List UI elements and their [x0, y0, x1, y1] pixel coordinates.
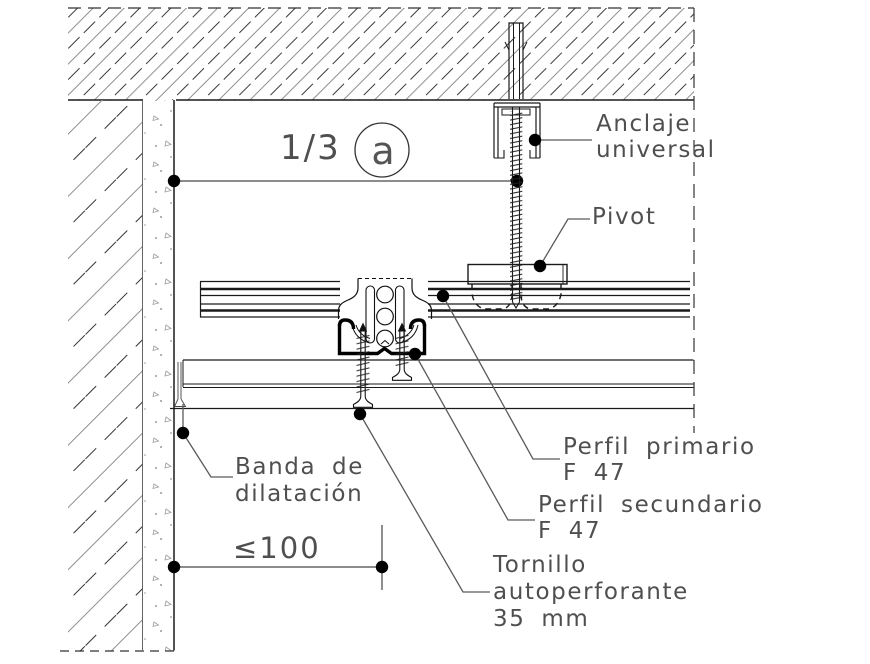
reference-line-third [167, 122, 524, 188]
scale-ratio-text: 1/3 [280, 128, 341, 168]
label-perfil-primario: Perfil primario F 47 [563, 434, 756, 486]
callout-dots [176, 133, 547, 440]
threaded-hanger-rod [510, 107, 523, 310]
self-drilling-screw-short [391, 322, 413, 381]
label-pivot: Pivot [592, 204, 657, 230]
callout-leaders [182, 139, 592, 593]
self-drilling-screw-long [352, 322, 374, 408]
leader-perfil-primario [442, 295, 560, 460]
primary-profile-f47 [199, 280, 690, 318]
wall [60, 100, 176, 652]
label-perfil-secundario: Perfil secundario F 47 [538, 492, 764, 544]
leader-perfil-secundario [414, 353, 535, 521]
profile-cross-connector [337, 278, 433, 348]
label-tornillo: Tornillo autoperforante 35 mm [493, 552, 689, 632]
pivot-claw-left [471, 284, 513, 310]
label-anclaje-universal: Anclaje universal [596, 111, 716, 163]
expansion-band [173, 362, 187, 407]
leader-pivot [539, 218, 590, 267]
plasterboard-layers [170, 359, 694, 410]
dimension-line [167, 525, 389, 590]
detail-letter-circle [354, 122, 410, 178]
pivot-bracket [467, 263, 568, 310]
wall-plaster-layer [143, 100, 174, 651]
dimension-text: ≤100 [233, 531, 321, 565]
pivot-claw-right [520, 284, 562, 310]
leader-banda [182, 404, 233, 478]
connector-slot-left [365, 285, 376, 344]
secondary-profile-f47 [337, 318, 427, 356]
ceiling-slab [68, 7, 695, 433]
detail-letter-text: a [371, 129, 395, 173]
leader-tornillo [359, 413, 490, 593]
label-banda-dilatacion: Banda de dilatación [235, 454, 365, 507]
